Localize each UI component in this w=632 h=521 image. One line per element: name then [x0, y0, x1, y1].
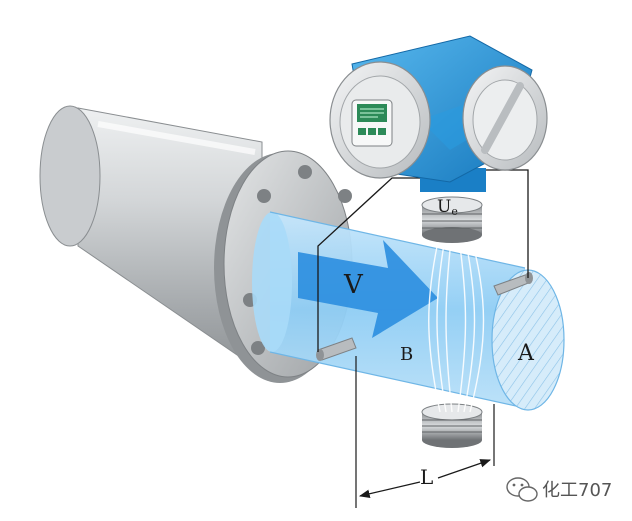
voltage-label: Ue: [437, 197, 458, 218]
display-button: [358, 128, 366, 135]
electrode-right: [493, 272, 533, 296]
flow-velocity-arrow: V: [298, 240, 438, 338]
display-button: [368, 128, 376, 135]
area-label: A: [517, 341, 535, 366]
length-label: L: [420, 465, 433, 489]
transmitter-housing: [329, 35, 548, 192]
velocity-label: V: [343, 270, 364, 300]
flange-bolt-hole: [251, 341, 265, 355]
flange-bolt-hole: [338, 189, 352, 203]
flange-bolt-hole: [298, 165, 312, 179]
pipe-housing-cylinder: [39, 105, 263, 373]
terminal-cover: [462, 65, 548, 171]
magnetic-field-lines: [428, 231, 485, 413]
flange-bolt-hole: [257, 189, 271, 203]
watermark-text: 化工707: [542, 480, 612, 501]
display-button: [378, 128, 386, 135]
upper-magnet-coil: Ue: [421, 196, 483, 243]
display-cover: [329, 61, 431, 179]
magnetic-field-label: B: [400, 344, 413, 365]
wechat-icon: [506, 477, 538, 502]
watermark: 化工707: [506, 477, 612, 502]
electrode-left: [316, 337, 357, 361]
length-dimension: L: [355, 356, 495, 508]
